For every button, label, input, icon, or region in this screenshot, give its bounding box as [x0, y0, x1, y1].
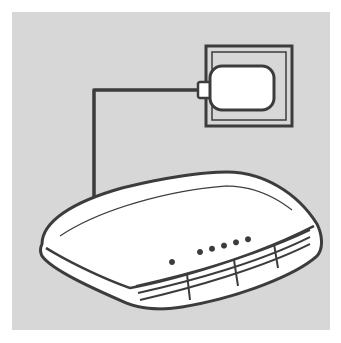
- status-led: [197, 249, 203, 255]
- status-led: [209, 246, 215, 252]
- status-led: [245, 236, 251, 242]
- router-power-diagram: [12, 12, 330, 330]
- status-led: [221, 243, 227, 249]
- illustration-panel: [12, 12, 330, 330]
- status-led: [233, 239, 239, 245]
- power-led: [169, 259, 175, 265]
- plug-body: [210, 66, 274, 110]
